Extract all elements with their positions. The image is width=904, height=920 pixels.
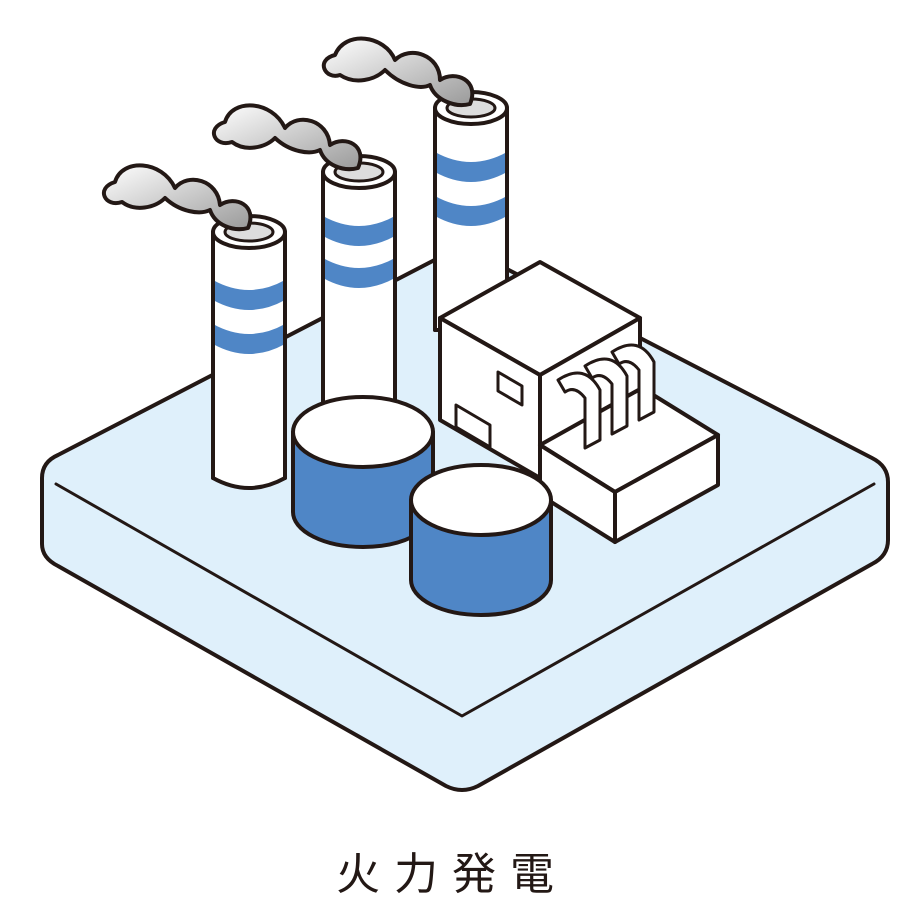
storage-tank (291, 395, 435, 549)
caption: 火力発電 (336, 849, 568, 900)
chimney (321, 154, 397, 422)
building (438, 260, 720, 544)
smoke (101, 36, 475, 231)
chimney (433, 90, 509, 332)
chimney (211, 214, 287, 490)
storage-tank (409, 463, 553, 617)
